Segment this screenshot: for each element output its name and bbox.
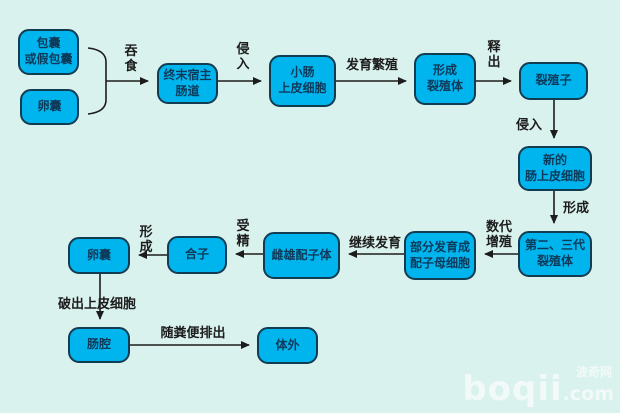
node-oocyst-bottom: 卵囊 [68,237,130,274]
node-outside-body: 体外 [257,327,318,364]
node-small-intestine-epithelium: 小肠 上皮细胞 [269,55,336,107]
node-gen23-schizont: 第二、三代 裂殖体 [518,231,592,277]
edge-label-generations: 数代 增殖 [485,220,513,251]
watermark: 波奇网 boqii.com [462,365,614,409]
brace [87,47,107,115]
node-oocyst-top: 卵囊 [20,89,79,125]
node-intestinal-lumen: 肠腔 [68,327,130,363]
edge-label-form-left: 形 成 [139,225,153,256]
edge-label-excrete: 随粪便排出 [160,326,226,341]
edge-label-continue-develop: 继续发育 [348,236,402,251]
edge-label-release: 释 出 [487,40,501,71]
edge-label-invade-2: 侵入 [515,118,543,133]
watermark-site-name: 波奇网 [575,365,612,379]
edge-label-swallow: 吞 食 [124,44,138,75]
node-zygote: 合子 [167,236,227,274]
watermark-brand: boqii [462,369,563,409]
edge-label-form-right: 形成 [562,201,590,216]
edge-label-develop-breed: 发育繁殖 [345,58,399,73]
watermark-suffix: .com [562,383,614,405]
node-host-gut: 终末宿主 肠道 [157,63,218,104]
node-gametocyte-mother: 部分发育成 配子母细胞 [404,231,476,280]
node-merozoite: 裂殖子 [519,62,588,100]
node-new-epithelium: 新的 肠上皮细胞 [518,146,592,191]
edge-label-break-out: 破出上皮细胞 [58,297,137,312]
node-gametes: 雌雄配子体 [263,232,340,279]
node-cysts: 包囊 或假包囊 [18,29,79,75]
edge-label-fertilize: 受 精 [236,219,250,250]
edge-label-invade-1: 侵 入 [236,42,250,73]
node-schizont: 形成 裂殖体 [414,53,476,105]
